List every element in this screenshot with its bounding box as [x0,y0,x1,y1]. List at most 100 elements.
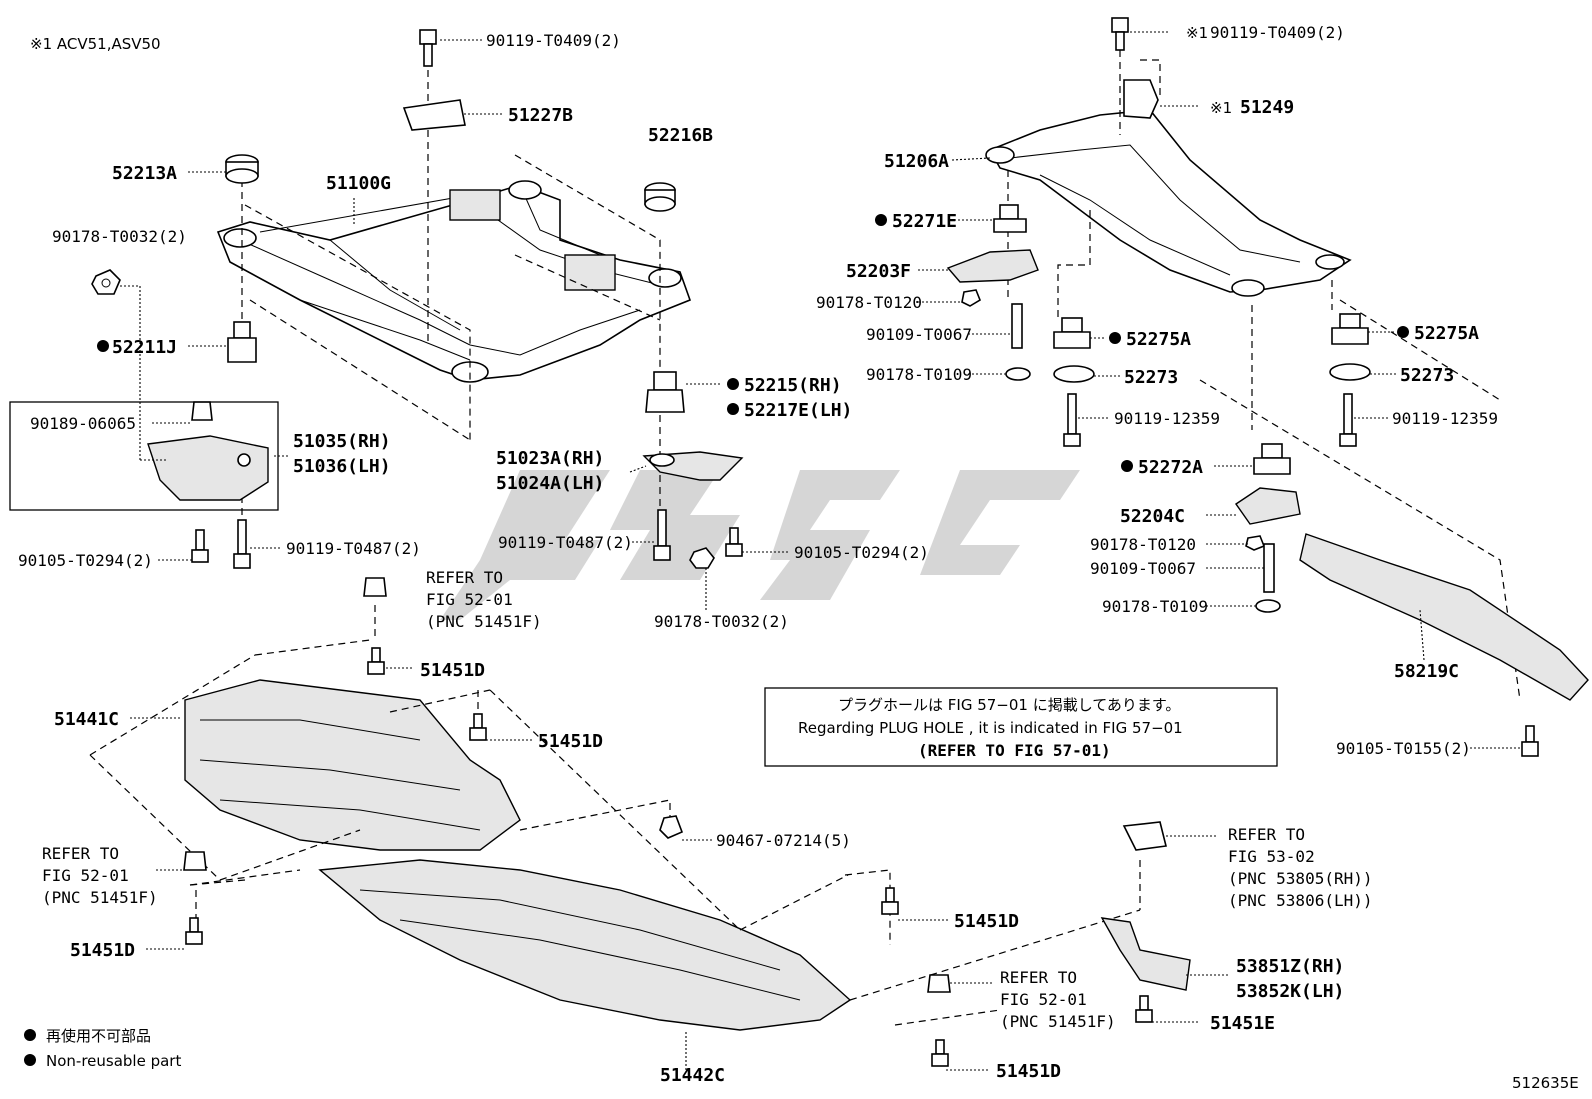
label-90178-t0032-left: 90178-T0032(2) [52,227,187,246]
label-51036: 51036(LH) [293,456,391,477]
label-51035: 51035(RH) [293,431,391,452]
cover-51441c [184,679,521,851]
bracket-52204c [1235,487,1301,525]
header-note: ※1 ACV51,ASV50 [30,35,161,53]
refer4-line2: FIG 53-02 [1228,847,1315,866]
label-90178-t0120-b: 90178-T0120 [1090,535,1196,554]
rear-crossmember-51206a [985,109,1352,297]
bolt-90119-t0487-left [233,519,251,569]
bolt-51451d-b [469,713,487,741]
label-90119-12359-a: 90119-12359 [1114,409,1220,428]
bolt-90105-t0155 [1521,725,1539,757]
cushion-52275a-a [1053,317,1091,349]
refer3-line3: (PNC 51451F) [1000,1012,1116,1031]
info-box-en: Regarding PLUG HOLE , it is indicated in… [798,719,1183,737]
washer-52273-a [1053,365,1095,383]
label-51442c: 51442C [660,1065,725,1086]
label-90109-t0067-right: 90109-T0067 [866,325,972,344]
bracket-51249 [1123,79,1159,119]
label-90178-t0032-center: 90178-T0032(2) [654,612,789,631]
bracket-52203f [946,249,1039,283]
cover-dashed-outline [89,605,1141,1026]
refer4-line4: (PNC 53806(LH)) [1228,891,1373,910]
refer2-line3: (PNC 51451F) [42,888,158,907]
info-box-ref: (REFER TO FIG 57-01) [918,741,1111,760]
label-51451d-b: 51451D [538,731,603,752]
label-52275a-b: 52275A [1414,323,1479,344]
label-51451d-e: 51451D [996,1061,1061,1082]
nonreusable-dot-52271e [875,214,887,226]
label-52271e: 52271E [892,211,957,232]
label-53851z: 53851Z(RH) [1236,956,1344,977]
bolt-51451d-a [367,647,385,675]
bolt-51451d-c [185,917,203,945]
bracket-53851z-53852k [1100,917,1191,991]
nut-90178-t0032-center [689,547,715,569]
cushion-52216b [644,182,676,212]
bolt-90119-t0409-left [419,29,437,67]
bracket-51035-51036 [147,435,269,501]
grommet-ref-1 [363,577,387,597]
bolt-51451e [1135,995,1153,1023]
bracket-51227b [402,99,466,131]
label-52215: 52215(RH) [744,375,842,396]
nut-90178-t0109-right [1005,367,1031,381]
bolt-51451d-d [881,887,899,915]
bolt-90105-t0294-center [725,527,743,557]
label-52203f: 52203F [846,261,911,282]
bolt-90119-t0409-right [1111,17,1129,51]
label-90178-t0109-right: 90178-T0109 [866,365,972,384]
cushion-52275a-b [1331,313,1369,345]
cushion-52213a [225,154,259,184]
legend-en: Non-reusable part [46,1052,181,1070]
refer3-line1: REFER TO [1000,968,1077,987]
stud-90109-t0067-b [1263,543,1275,593]
nonreusable-dot-52215 [727,378,739,390]
label-51441c: 51441C [54,709,119,730]
label-51451d-a: 51451D [420,660,485,681]
nonreusable-dot-52275a-b [1397,326,1409,338]
label-52273-a: 52273 [1124,367,1178,388]
nonreusable-dot-52217e [727,403,739,415]
grommet-ref-3 [927,974,951,993]
cushion-52271e [993,204,1027,233]
label-90105-t0155: 90105-T0155(2) [1336,739,1471,758]
label-51249: 51249 [1240,97,1294,118]
leader-lines [120,31,1522,1071]
refer2-line2: FIG 52-01 [42,866,129,885]
label-51206a: 51206A [884,151,949,172]
label-52204c: 52204C [1120,506,1185,527]
label-51451d-c: 51451D [70,940,135,961]
bolt-90119-12359-a [1063,393,1081,447]
cushion-52211j [227,321,257,363]
nonreusable-dot-52275a-a [1109,332,1121,344]
label-90119-12359-b: 90119-12359 [1392,409,1498,428]
bolt-51451d-e [931,1039,949,1067]
refer1-line2: FIG 52-01 [426,590,513,609]
nut-90178-t0120-right [961,289,981,307]
label-52217e: 52217E(LH) [744,400,852,421]
refer3-line2: FIG 52-01 [1000,990,1087,1009]
cushion-52272a [1253,443,1291,475]
bolt-90119-t0487-center [653,509,671,561]
bolt-90119-12359-b [1339,393,1357,447]
info-box-jp: プラグホールは FIG 57−01 に掲載してあります。 [838,696,1180,714]
mark-1-a: ※1 [1186,24,1208,42]
grommet-ref-2 [183,851,207,871]
label-51100g: 51100G [326,173,391,194]
legend-dot-1 [24,1029,36,1041]
label-52213a: 52213A [112,163,177,184]
label-90178-t0120-right: 90178-T0120 [816,293,922,312]
label-90178-t0109-b: 90178-T0109 [1102,597,1208,616]
washer-52273-b [1329,363,1371,381]
brace-58219c [1299,533,1589,701]
label-51023a: 51023A(RH) [496,448,604,469]
label-90109-t0067-b: 90109-T0067 [1090,559,1196,578]
nut-90178-t0032-left [91,269,121,295]
label-90105-t0294-left: 90105-T0294(2) [18,551,153,570]
label-90189-06065: 90189-06065 [30,414,136,433]
label-51451d-d: 51451D [954,911,1019,932]
label-52272a: 52272A [1138,457,1203,478]
label-90119-t0409-right: 90119-T0409(2) [1210,23,1345,42]
